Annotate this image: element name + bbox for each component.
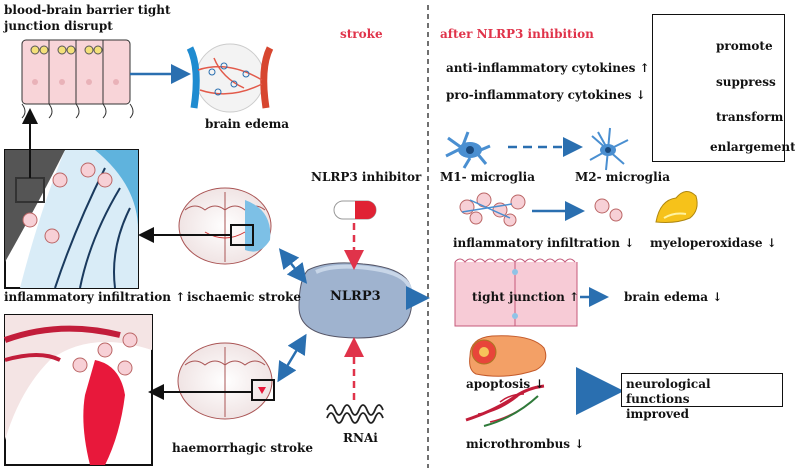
tight-junction-label: tight junction ↑ bbox=[472, 290, 580, 304]
ischaemic-stroke-label: ischaemic stroke bbox=[187, 290, 302, 304]
brain-edema-vessel-illustration bbox=[186, 43, 274, 113]
neuro-line1: neurological functions bbox=[626, 377, 711, 406]
inhibitor-pill-icon bbox=[333, 200, 377, 220]
stroke-heading: stroke bbox=[340, 27, 383, 41]
reduced-cells-icon bbox=[594, 198, 623, 222]
arrow-haemorrhagic-nlrp3 bbox=[277, 333, 307, 383]
m1-microglia-icon bbox=[445, 131, 491, 169]
ischaemic-enlargement-illustration bbox=[4, 149, 139, 289]
ischaemic-brain-illustration bbox=[178, 187, 272, 265]
inflammatory-infiltration-down-label: inflammatory infiltration ↓ bbox=[453, 236, 635, 250]
apoptosis-cell-icon bbox=[469, 335, 547, 377]
nlrp3-inhibitor-label: NLRP3 inhibitor bbox=[311, 170, 422, 184]
haemorrhagic-stroke-label: haemorrhagic stroke bbox=[172, 441, 313, 455]
myeloperoxidase-icon bbox=[655, 191, 698, 223]
inflammatory-infiltration-label: inflammatory infiltration ↑ bbox=[4, 290, 186, 304]
after-inhibition-heading: after NLRP3 inhibition bbox=[440, 27, 594, 41]
pro-inflammatory-label: pro-inflammatory cytokines ↓ bbox=[446, 88, 646, 102]
bbb-cells-illustration bbox=[21, 39, 134, 119]
m1-microglia-label: M1- microglia bbox=[440, 170, 535, 184]
m2-microglia-label: M2- microglia bbox=[575, 170, 670, 184]
legend-enlargement-label: enlargement bbox=[710, 140, 795, 154]
nlrp3-label: NLRP3 bbox=[330, 289, 381, 304]
m2-microglia-icon bbox=[589, 127, 629, 171]
neuro-line2: improved bbox=[626, 407, 689, 421]
haemorrhagic-enlargement-illustration bbox=[3, 314, 153, 466]
neurological-outcome-box: neurological functions improved bbox=[621, 373, 783, 421]
microthrombus-vessels-icon bbox=[465, 384, 545, 427]
bbb-label-line1: blood-brain barrier tight bbox=[4, 3, 171, 17]
arrow-ischaemic-nlrp3 bbox=[278, 248, 308, 284]
rnai-label: RNAi bbox=[343, 431, 378, 445]
legend-promote-label: promote bbox=[716, 39, 773, 53]
myeloperoxidase-label: myeloperoxidase ↓ bbox=[650, 236, 777, 250]
brain-edema-down-label: brain edema ↓ bbox=[624, 290, 723, 304]
apoptosis-label: apoptosis ↓ bbox=[466, 377, 545, 391]
infiltration-cells-icon bbox=[459, 192, 526, 227]
haemorrhagic-brain-illustration bbox=[177, 342, 275, 420]
bbb-label-line2: junction disrupt bbox=[4, 19, 113, 33]
legend-box bbox=[652, 14, 785, 162]
brain-edema-label: brain edema bbox=[205, 117, 290, 131]
legend-transform-label: transform bbox=[716, 110, 784, 124]
tight-junction-cells-icon bbox=[454, 258, 578, 327]
rnai-helix-icon bbox=[326, 404, 384, 424]
anti-inflammatory-label: anti-inflammatory cytokines ↑ bbox=[446, 61, 650, 75]
legend-suppress-label: suppress bbox=[716, 75, 776, 89]
microthrombus-label: microthrombus ↓ bbox=[466, 437, 585, 451]
